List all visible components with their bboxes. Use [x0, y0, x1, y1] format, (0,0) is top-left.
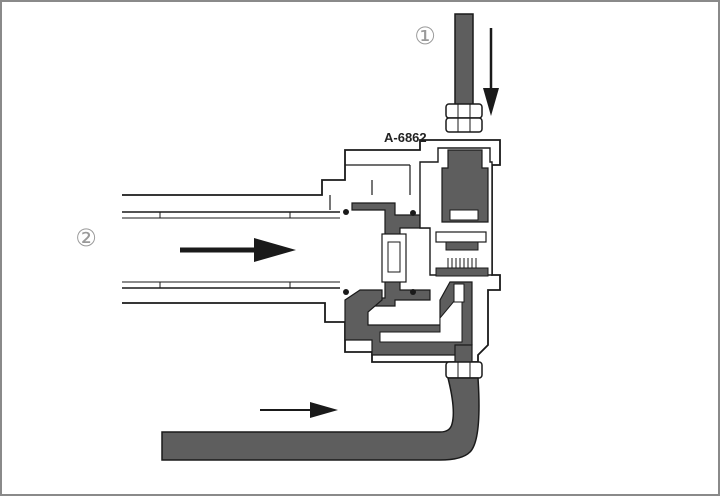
- plunger: [441, 149, 489, 223]
- o-ring: [410, 289, 416, 295]
- part-number-label: A-6862: [384, 130, 427, 145]
- flow-arrow-pipe: [180, 238, 296, 262]
- upper-nut: [445, 103, 483, 133]
- left-pipe: [122, 211, 340, 289]
- lower-nut: [445, 361, 483, 379]
- callout-1: ①: [414, 22, 436, 50]
- flow-arrow-down: [483, 28, 499, 116]
- spring: [447, 258, 477, 268]
- outlet-stem: [454, 344, 473, 364]
- flow-arrow-outlet: [260, 402, 338, 418]
- inlet-rod: [454, 13, 474, 107]
- o-ring: [343, 209, 349, 215]
- o-ring: [410, 210, 416, 216]
- o-ring: [343, 289, 349, 295]
- outlet-tube: [161, 377, 480, 461]
- valve-seat: [435, 231, 487, 243]
- valve-body-outline: [122, 139, 501, 363]
- callout-2: ②: [75, 224, 97, 252]
